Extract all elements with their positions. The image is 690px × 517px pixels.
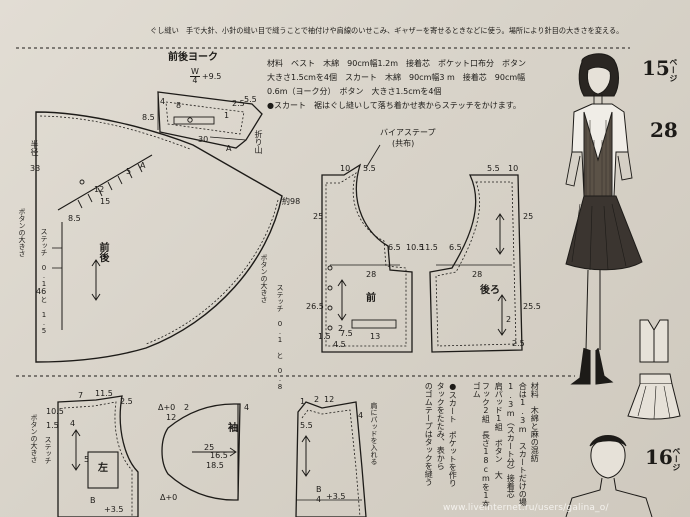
sleeve-label: 袖 [228,423,238,434]
page-ref-15: 15ページ [642,56,679,82]
yoke-a: A [226,144,232,153]
sleeve-delta2: Δ+0 [160,493,178,502]
skirt-radius-label: 半径 [30,140,39,156]
vest-n2b: 2 [506,315,512,324]
vest-n28a: 28 [366,270,377,279]
instruction-col-4: 肩パッド1組 ボタン 大 [494,382,504,479]
skirt-n5: 5 [126,167,132,176]
skirt-n12: 12 [94,185,105,194]
yoke-fold-label: 折り山 [254,130,263,154]
vest-n265: 26.5 [306,302,324,311]
vest-n28b: 28 [472,270,483,279]
yoke-n55: 5.5 [244,95,257,104]
bias-tape-label: バイアステープ [380,128,436,137]
vest-n105: 10.5 [406,243,424,252]
bottom-n105: 10.5 [46,407,64,416]
vest-n115: 11.5 [420,243,438,252]
instruction-col-6: ●スカート ポケットを作り [448,382,458,487]
bottom-n25: 2.5 [120,397,133,406]
top-note: ぐし縫い 手で大針、小針の縫い目で縫うことで袖付けや肩線のいせこみ、ギャザーを寄… [150,26,624,35]
sleeve-n185: 18.5 [206,461,224,470]
sleeve-n2: 2 [184,403,190,412]
vest-front-label: 前 [366,293,376,304]
vest-n25a: 25 [313,212,324,221]
bodice2-n1: 1 [300,397,306,406]
vest-stitch-note: ステッチ 0.1 と 0.8 [276,284,284,391]
vest-n75: 7.5 [340,329,353,338]
skirt-n85: 8.5 [68,214,81,223]
bodice2-n4: 4 [358,411,364,420]
skirt-n46: 46 [36,287,47,296]
vest-n2: 2 [338,324,344,333]
vest-n55b: 5.5 [487,164,500,173]
skirt-n98: 約98 [282,197,301,206]
bottom-n35: +3.5 [104,505,124,514]
bottom-n5: 5 [84,455,90,464]
bodice2-n12: 12 [324,395,335,404]
bottom-left-label: 左 [98,463,108,474]
materials-line-3: 0.6m（ヨーク分） ボタン 大きさ1.5cmを4個 [267,87,442,96]
bodice2-n2: 2 [314,395,320,404]
bodice2-n55: 5.5 [300,421,313,430]
instruction-col-1: 材料 木綿と麻の混紡 [530,382,540,462]
yoke-n85: 8.5 [142,113,155,122]
skirt-piece-label: 前後 [97,242,108,262]
skirt-n15: 15 [100,197,111,206]
vest-n55a: 5.5 [363,164,376,173]
yoke-n8: 8 [176,101,182,110]
instruction-col-8: のゴムテープはタックを縫う [424,382,434,486]
sleeve-delta1: Δ+0 [158,403,176,412]
instruction-col-2: 合は1.3m スカートだけの場 [518,382,528,506]
shoulder-pad-note: 肩にパッドを入れる [370,402,378,465]
vest-n10b: 10 [508,164,519,173]
skirt-button-note: ボタンの大きさ [18,208,26,257]
bottom-button-note: ボタンの大きさ [30,414,38,463]
vest-n45: 4.5 [333,340,346,349]
page-ref-28: 28 [650,118,678,142]
yoke-n25: 2.5 [232,99,245,108]
bottom-n115: 11.5 [95,389,113,398]
yoke-n30: 30 [198,135,209,144]
skirt-a: A [140,161,146,170]
vest-n15: 1.5 [318,332,331,341]
vest-n10a: 10 [340,164,351,173]
vest-back-label: 後ろ [480,285,500,296]
page-ref-16: 16ページ [645,445,682,471]
skirt-stitch-note: ステッチ 0.1 と 1.5 [40,228,48,335]
instruction-col-5: フック2組 長さ18cmを1本 ゴム [472,382,491,516]
vest-n65b: 6.5 [449,243,462,252]
sleeve-n4: 4 [244,403,250,412]
skirt-radius-value: 33 [30,164,41,173]
bottom-n15: 1.5 [46,421,59,430]
bodice2-b35: +3.5 [326,492,346,501]
yoke-title: 前後ヨーク [168,52,218,63]
bias-tape-sub: (共布) [392,139,415,148]
sleeve-n25: 25 [204,443,215,452]
vest-n255: 25.5 [523,302,541,311]
sleeve-n12: 12 [166,413,177,422]
sleeve-n165: 16.5 [210,451,228,460]
vest-n25c: 2.5 [512,339,525,348]
bodice2-b4: 4 [316,495,322,504]
watermark-url: www.liveinternet.ru/users/galina_o/ [443,503,609,513]
bottom-b: B [90,496,96,505]
vest-n65a: 6.5 [388,243,401,252]
yoke-n1: 1 [224,111,230,120]
yoke-n4: 4 [160,97,166,106]
instruction-col-3: 1.3m（スカート分）接着芯 [506,382,516,498]
vest-n13: 13 [370,332,381,341]
materials-line-4: ●スカート 裾はぐし縫いして落ち着かせ表からステッチをかけます。 [267,101,521,110]
bottom-stitch-note: ステッチ [44,436,52,464]
bottom-n7: 7 [78,391,84,400]
bodice2-b: B [316,485,322,494]
yoke-formula: W 4 +9.5 [190,67,222,85]
vest-n25b: 25 [523,212,534,221]
vest-button-note: ボタンの大きさ [260,254,268,303]
bottom-n4: 4 [70,419,76,428]
materials-line-2: 大きさ1.5cmを4個 スカート 木綿 90cm幅3 m 接着芯 90cm幅 [267,73,526,82]
instruction-col-7: タックをたたみ、表から [436,382,446,470]
materials-line-1: 材料 ベスト 木綿 90cm幅1.2m 接着芯 ポケット口布分 ボタン [267,59,527,68]
